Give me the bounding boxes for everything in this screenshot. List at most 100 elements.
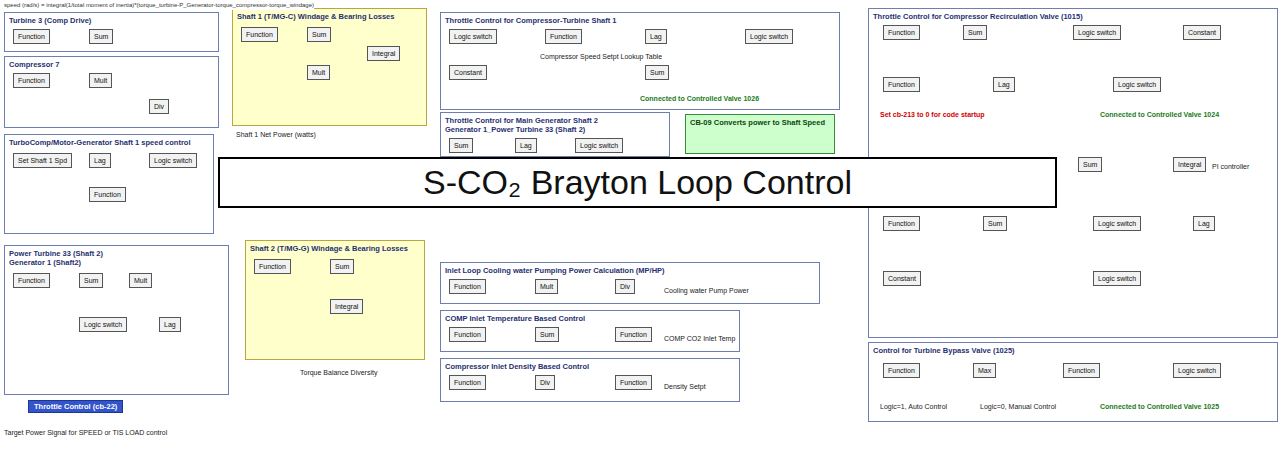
control-panel: Throttle Control for Main Generator Shaf… [440, 112, 670, 157]
block-label: Logic switch [454, 32, 492, 41]
function-block: Sum [1078, 157, 1102, 172]
function-block: Max [973, 363, 996, 378]
block-label: Lag [1198, 219, 1210, 228]
control-panel: Shaft 2 (T/MG-G) Windage & Bearing Losse… [245, 240, 425, 360]
block-label: Constant [454, 68, 482, 77]
block-label: Div [540, 378, 550, 387]
function-block: Function [254, 259, 291, 274]
panel-heading: Power Turbine 33 (Shaft 2) [9, 249, 224, 258]
block-label: Mult [94, 76, 107, 85]
panel-heading: Shaft 2 (T/MG-G) Windage & Bearing Losse… [250, 244, 420, 253]
annotation: Torque Balance Diversity [300, 368, 377, 377]
control-panel: Compressor Inlet Density Based ControlFu… [440, 358, 740, 402]
block-label: Logic switch [84, 320, 122, 329]
annotation: speed (rad/s) = integral(1/total moment … [4, 1, 314, 10]
function-block: Function [545, 29, 582, 44]
block-label: Max [978, 366, 991, 375]
function-block: Logic switch [575, 138, 623, 153]
function-block: Function [13, 273, 50, 288]
panel-heading: Turbine 3 (Comp Drive) [9, 16, 214, 25]
block-label: Constant [888, 274, 916, 283]
block-label: Sum [335, 262, 349, 271]
note-box: CB-09 Converts power to Shaft Speed [685, 114, 835, 154]
function-block: Lag [993, 77, 1015, 92]
block-label: Integral [335, 302, 358, 311]
function-block: Function [449, 327, 486, 342]
block-label: Sum [94, 32, 108, 41]
function-block: Set Shaft 1 Spd [13, 153, 72, 168]
block-label: Logic switch [154, 156, 192, 165]
control-badge: Throttle Control (cb-22) [28, 400, 123, 413]
function-block: Sum [79, 273, 103, 288]
block-label: Sum [968, 28, 982, 37]
block-label: Set Shaft 1 Spd [18, 156, 67, 165]
function-block: Logic switch [1173, 363, 1221, 378]
annotation: Connected to Controlled Valve 1026 [640, 94, 759, 103]
block-label: Lag [164, 320, 176, 329]
control-panel: Shaft 1 (T/MG-C) Windage & Bearing Losse… [232, 8, 427, 126]
block-label: Sum [540, 330, 554, 339]
function-block: Function [89, 187, 126, 202]
block-label: Function [888, 80, 915, 89]
function-block: Logic switch [149, 153, 197, 168]
panel-heading: COMP Inlet Temperature Based Control [445, 314, 735, 323]
block-label: Logic switch [1078, 28, 1116, 37]
panel-heading: Throttle Control for Compressor Recircul… [873, 12, 1273, 21]
function-block: Function [449, 375, 486, 390]
block-label: Logic switch [1098, 219, 1136, 228]
function-block: Sum [983, 216, 1007, 231]
function-block: Constant [883, 271, 921, 286]
function-block: Function [883, 363, 920, 378]
block-label: Logic switch [1098, 274, 1136, 283]
function-block: Lag [645, 29, 667, 44]
block-label: Sum [1083, 160, 1097, 169]
panel-heading: Compressor 7 [9, 60, 214, 69]
annotation: Density Setpt [664, 382, 706, 391]
block-label: Function [94, 190, 121, 199]
block-label: Function [550, 32, 577, 41]
block-label: Logic switch [580, 141, 618, 150]
function-block: Function [13, 29, 50, 44]
block-label: Mult [312, 68, 325, 77]
annotation: Logic=0, Manual Control [980, 402, 1056, 411]
block-label: Logic switch [1178, 366, 1216, 375]
function-block: Mult [535, 279, 558, 294]
annotation: Set cb-213 to 0 for code startup [880, 110, 985, 119]
block-label: Function [454, 330, 481, 339]
block-label: Div [154, 102, 164, 111]
block-label: Mult [134, 276, 147, 285]
block-label: Function [18, 32, 45, 41]
block-label: Sum [454, 141, 468, 150]
block-label: Lag [650, 32, 662, 41]
annotation: PI controller [1212, 162, 1249, 171]
block-label: Sum [312, 30, 326, 39]
function-block: Sum [307, 27, 331, 42]
block-label: Logic switch [750, 32, 788, 41]
title-banner: S-CO₂ Brayton Loop Control [218, 157, 1057, 208]
panel-heading: CB-09 Converts power to Shaft Speed [690, 118, 830, 127]
block-label: Lag [94, 156, 106, 165]
function-block: Logic switch [1113, 77, 1161, 92]
annotation: Target Power Signal for SPEED or TIS LOA… [4, 428, 167, 437]
function-block: Function [615, 327, 652, 342]
block-label: Function [888, 366, 915, 375]
block-label: Sum [650, 68, 664, 77]
block-label: Sum [84, 276, 98, 285]
function-block: Mult [307, 65, 330, 80]
block-label: Function [18, 276, 45, 285]
block-label: Function [888, 28, 915, 37]
panel-heading: Inlet Loop Cooling water Pumping Power C… [445, 266, 815, 275]
function-block: Sum [535, 327, 559, 342]
block-label: Div [620, 282, 630, 291]
annotation: Connected to Controlled Valve 1024 [1100, 110, 1219, 119]
function-block: Function [883, 25, 920, 40]
annotation: Connected to Controlled Valve 1025 [1100, 402, 1219, 411]
panel-heading: Throttle Control for Compressor-Turbine … [445, 16, 835, 25]
function-block: Mult [89, 73, 112, 88]
annotation: COMP CO2 Inlet Temp [664, 334, 735, 343]
control-panel: Turbine 3 (Comp Drive) Function Sum [4, 12, 219, 52]
function-block: Sum [449, 138, 473, 153]
function-block: Logic switch [1093, 216, 1141, 231]
panel-heading: Control for Turbine Bypass Valve (1025) [873, 346, 1273, 355]
